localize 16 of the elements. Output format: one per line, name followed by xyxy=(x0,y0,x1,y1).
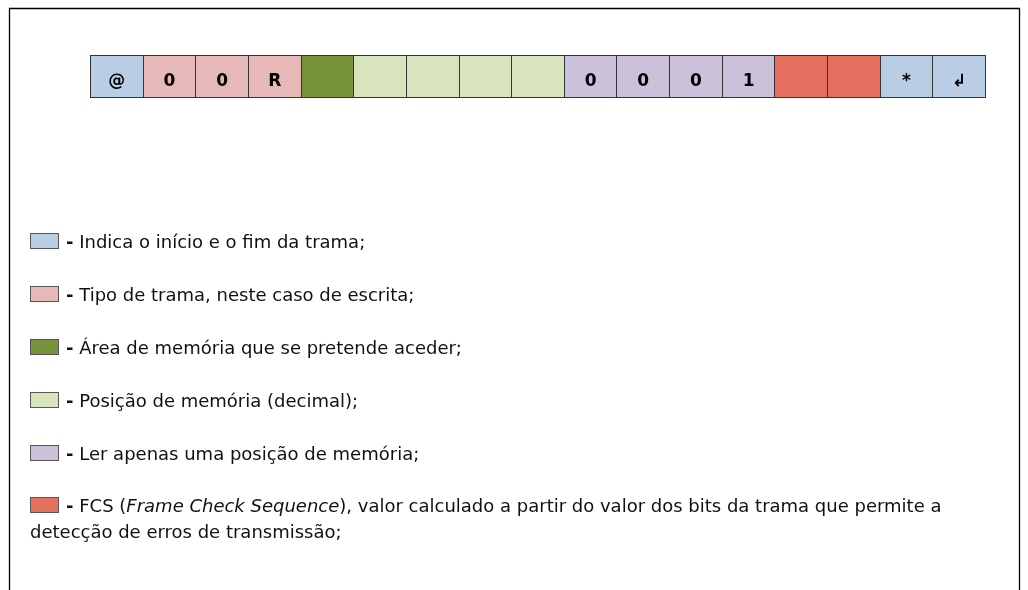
frame-field-cell: 0 xyxy=(195,55,249,98)
frame-field-cell: @ xyxy=(90,55,144,98)
legend-text: - Posição de memória (decimal); xyxy=(65,389,360,413)
frame-field-cell: 1 xyxy=(721,55,776,98)
legend-text: - Área de memória que se pretende aceder; xyxy=(65,336,463,360)
frame-field-cell: * xyxy=(879,55,934,98)
frame-field-cell: 0 xyxy=(142,55,197,98)
frame-field-cell: ↲ xyxy=(932,55,986,98)
legend-text: - Ler apenas uma posição de memória; xyxy=(65,442,421,466)
frame-field-cell: 0 xyxy=(616,55,671,98)
frame-field-cell: R xyxy=(247,55,302,98)
frame-field-cell: 0 xyxy=(563,55,618,98)
legend-text: - Indica o início e o fim da trama; xyxy=(65,230,367,254)
frame-field-cell: 0 xyxy=(669,55,723,98)
legend-text: - Tipo de trama, neste caso de escrita; xyxy=(65,283,416,307)
legend-text: - FCS (Frame Check Sequence), valor calculado a partir do valor dos bits da trama que permite a detecção de erros de transmissão; xyxy=(30,494,943,544)
